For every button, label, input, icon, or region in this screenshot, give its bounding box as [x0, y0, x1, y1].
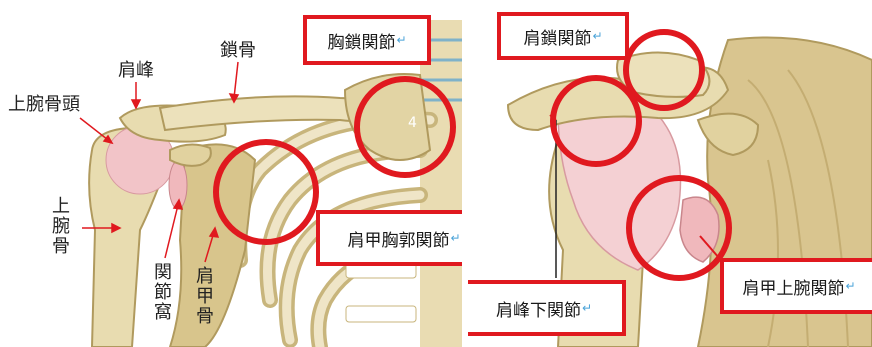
- glenohumeral-joint-box: 肩甲上腕関節↵: [720, 258, 872, 314]
- return-mark-icon: ↵: [592, 29, 602, 43]
- left-anatomy-panel: 上腕骨頭 肩峰 鎖骨 上腕骨 関節窩 肩甲骨 4 胸鎖関節↵ 肩甲胸郭関節↵: [0, 0, 462, 347]
- sternoclavicular-joint-box: 胸鎖関節↵: [303, 15, 431, 65]
- return-mark-icon: ↵: [396, 33, 406, 47]
- sternoclavicular-joint-label: 胸鎖関節: [327, 28, 395, 53]
- acromioclavicular-joint-box: 肩鎖関節↵: [497, 12, 629, 60]
- return-mark-icon: ↵: [582, 301, 592, 315]
- acromion-label: 肩峰: [118, 62, 154, 80]
- return-mark-icon: ↵: [845, 279, 855, 293]
- humeral-head-label: 上腕骨頭: [8, 96, 80, 114]
- rib-number-label: 4: [408, 116, 417, 130]
- glenohumeral-joint-label: 肩甲上腕関節: [742, 274, 844, 299]
- scapulothoracic-joint-label: 肩甲胸郭関節: [347, 226, 449, 251]
- sternum-column: [420, 20, 462, 347]
- subacromial-joint-label: 肩峰下関節: [496, 296, 581, 321]
- right-anatomy-panel: 肩鎖関節↵ 肩峰下関節↵ 肩甲上腕関節↵: [468, 0, 872, 347]
- coracoid-shape: [170, 144, 211, 165]
- return-mark-icon: ↵: [450, 231, 460, 245]
- clavicle-label: 鎖骨: [220, 42, 256, 60]
- humerus-label: 上腕骨: [50, 196, 68, 256]
- glenoid-label: 関節窩: [152, 262, 170, 322]
- scapulothoracic-joint-box: 肩甲胸郭関節↵: [316, 210, 462, 266]
- subacromial-joint-box: 肩峰下関節↵: [468, 280, 626, 336]
- acromioclavicular-joint-label: 肩鎖関節: [523, 24, 591, 49]
- scapula-label: 肩甲骨: [194, 266, 212, 326]
